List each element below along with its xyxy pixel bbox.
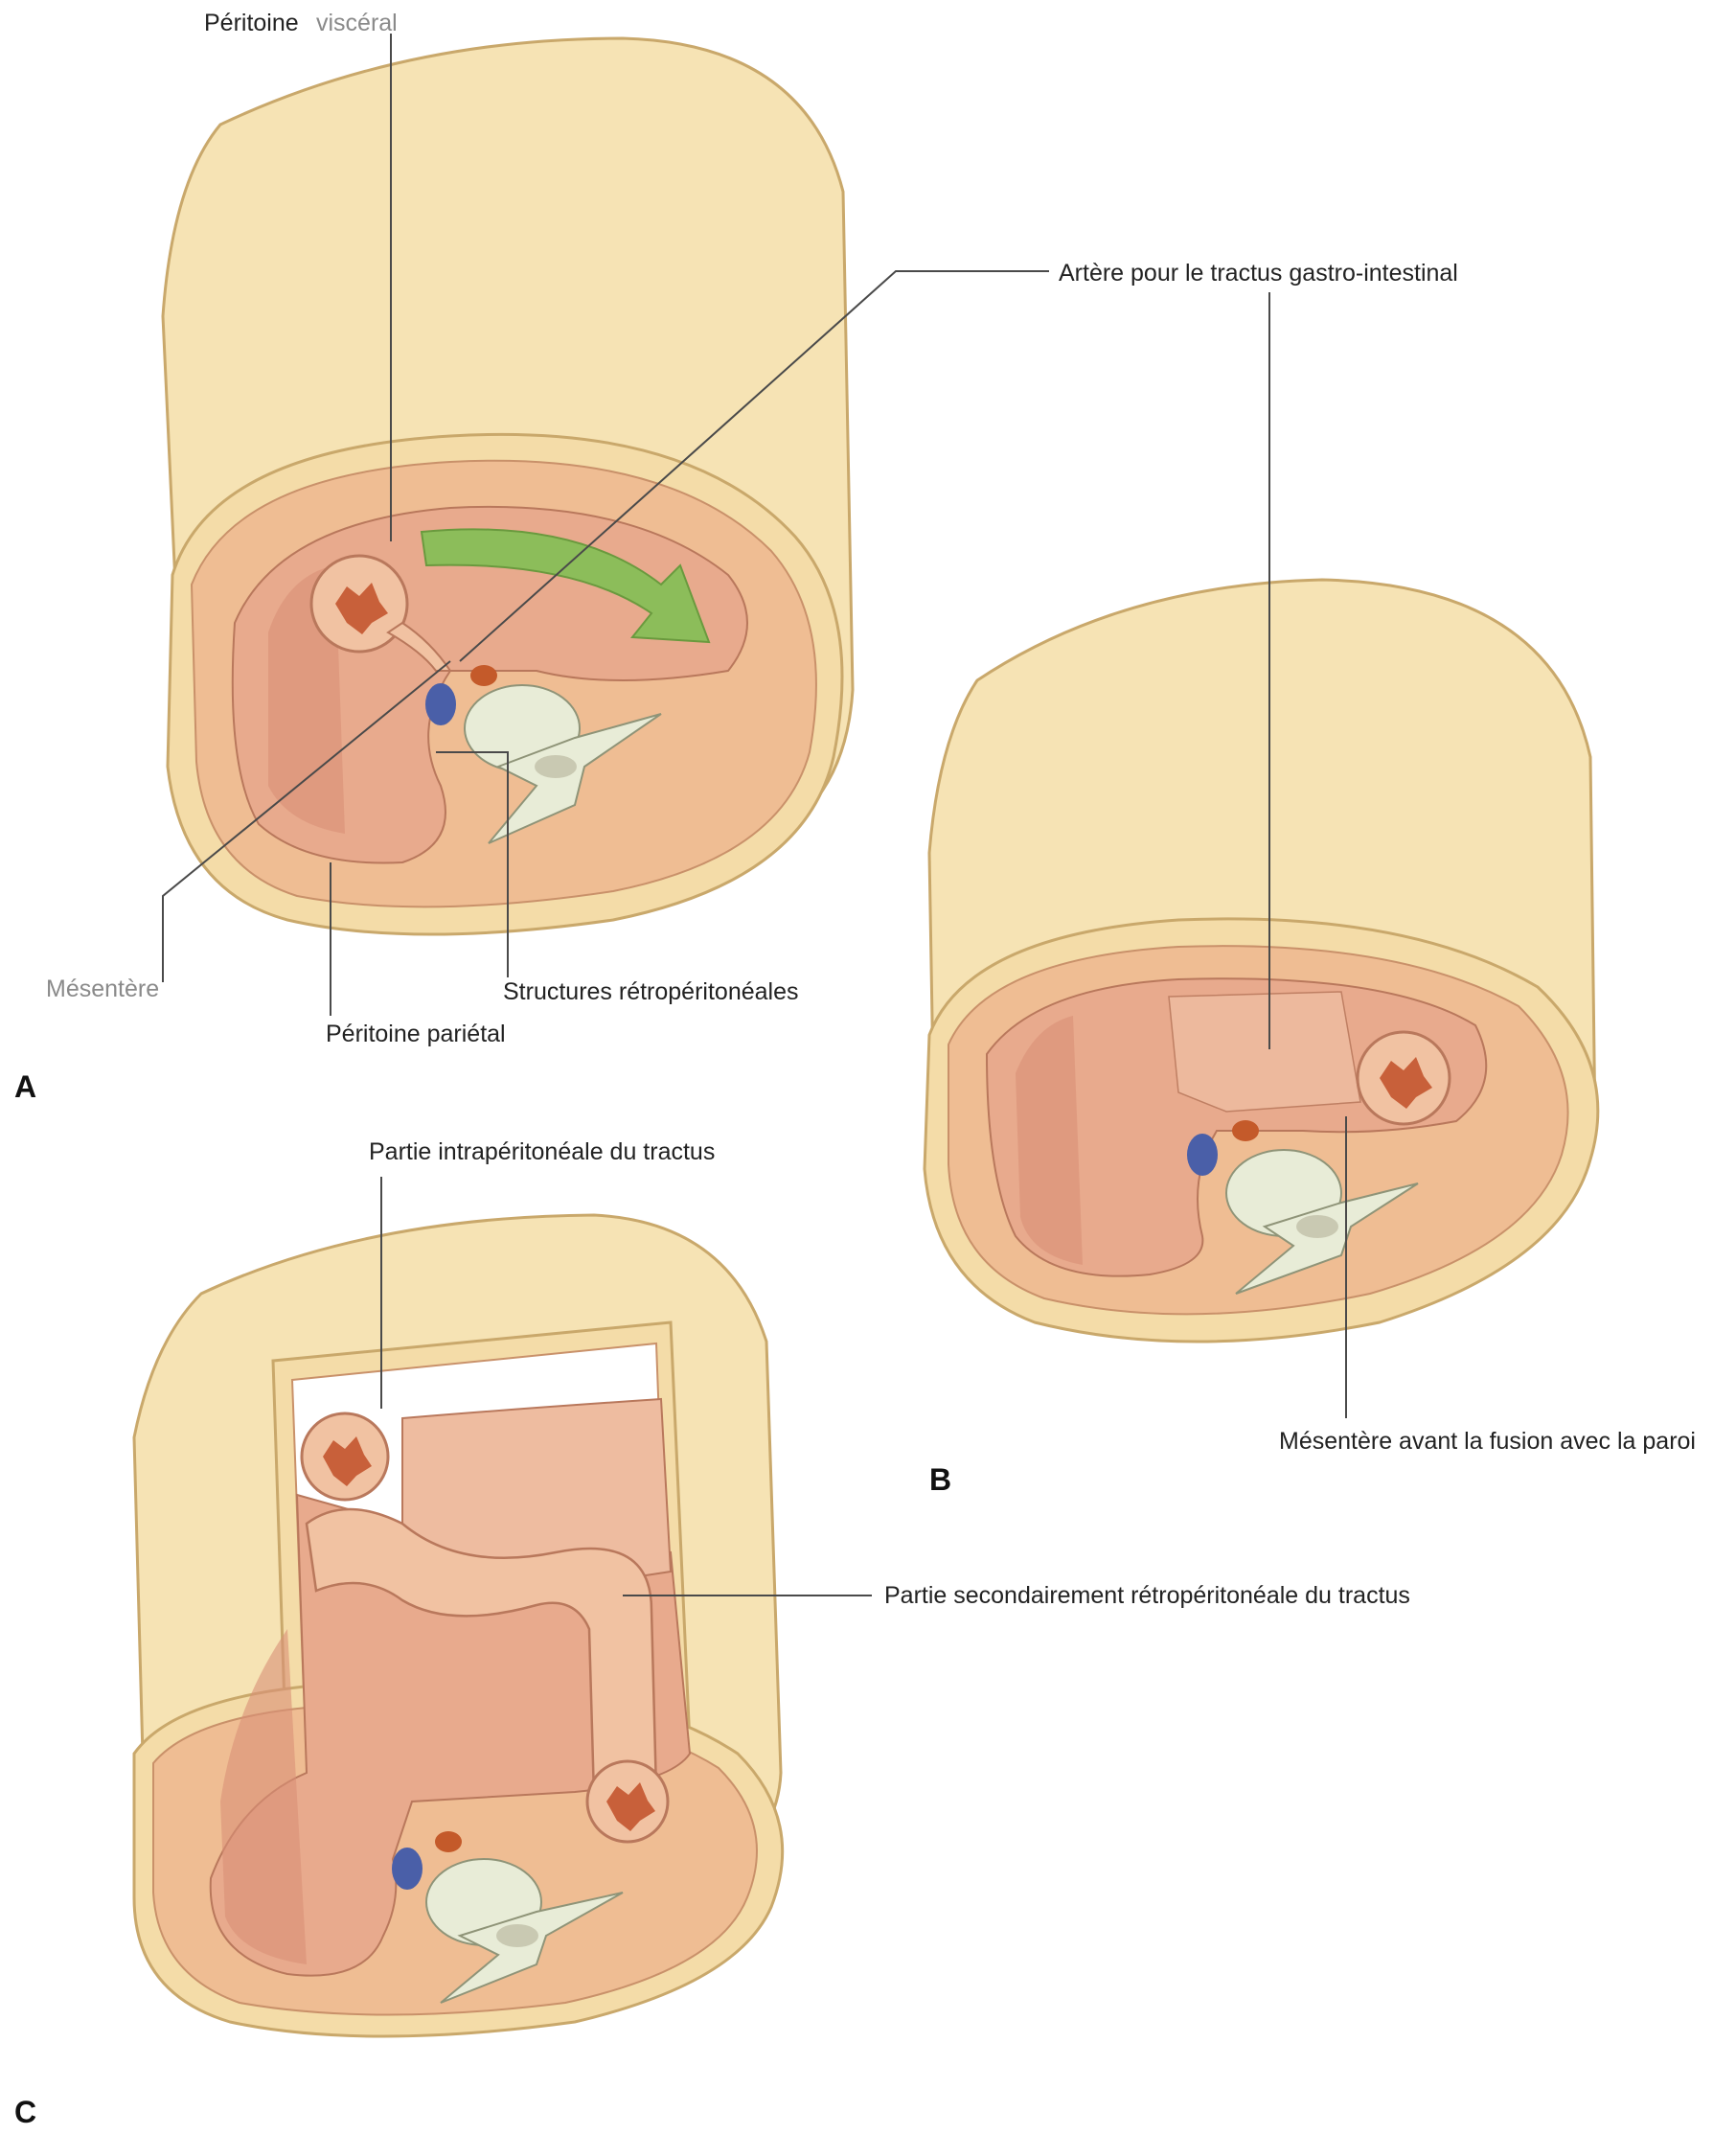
- label-visceral-peritoneum-part2: viscéral: [316, 10, 398, 36]
- label-gi-artery: Artère pour le tractus gastro-intestinal: [1059, 260, 1458, 287]
- panel-b-vein: [1187, 1134, 1218, 1176]
- label-visceral-peritoneum-part1: Péritoine: [204, 10, 299, 36]
- panel-letter-c: C: [14, 2095, 36, 2129]
- panel-b-figure: [925, 580, 1598, 1342]
- panel-letter-b: B: [929, 1462, 951, 1497]
- panel-c-artery: [435, 1831, 462, 1852]
- panel-a-artery: [470, 665, 497, 686]
- panel-a-vein: [425, 683, 456, 725]
- label-mesentery: Mésentère: [46, 976, 159, 1002]
- label-mesentery-before-fusion: Mésentère avant la fusion avec la paroi: [1279, 1428, 1696, 1455]
- panel-c-figure: [134, 1215, 783, 2036]
- label-intraperitoneal-part: Partie intrapéritonéale du tractus: [369, 1138, 715, 1165]
- panel-a-spinal-canal: [535, 755, 577, 778]
- panel-c-vein: [392, 1848, 423, 1890]
- label-retroperitoneal-structures: Structures rétropéritonéales: [503, 978, 798, 1005]
- panel-c-spinal-canal: [496, 1924, 538, 1947]
- label-parietal-peritoneum: Péritoine pariétal: [326, 1021, 506, 1047]
- panel-b-spinal-canal: [1296, 1215, 1338, 1238]
- panel-b-fused-mesentery: [1169, 992, 1360, 1112]
- label-secondarily-retroperitoneal: Partie secondairement rétropéritonéale d…: [884, 1582, 1410, 1609]
- panel-b-cavity-shadow: [1016, 1016, 1083, 1265]
- panel-letter-a: A: [14, 1069, 36, 1104]
- panel-b-artery: [1232, 1120, 1259, 1141]
